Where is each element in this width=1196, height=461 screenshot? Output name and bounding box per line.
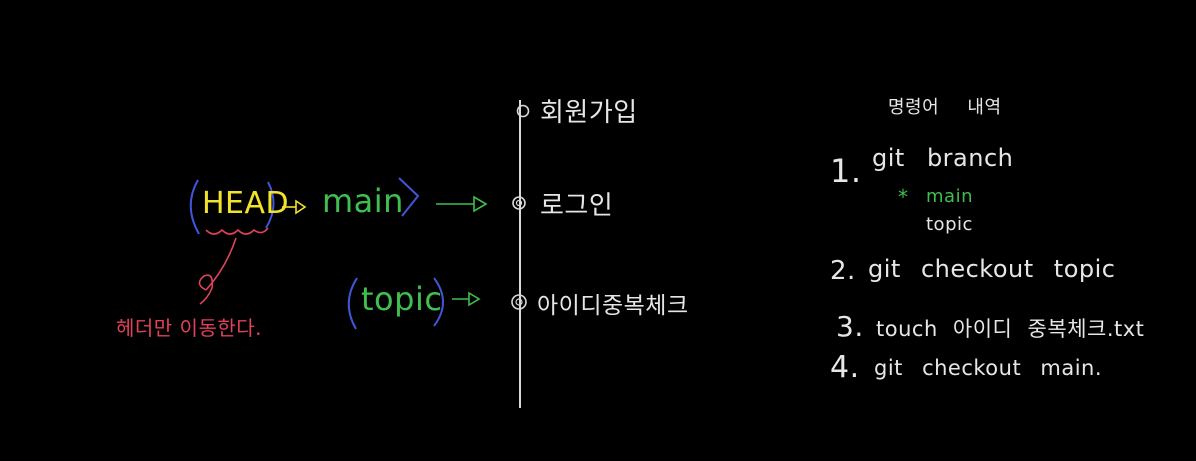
head-underline-squiggle [205, 227, 269, 235]
command-3-number: 3. [836, 310, 864, 343]
head-only-moves-annotation: 헤더만 이동한다. [116, 316, 263, 340]
command-2-number: 2. [830, 256, 856, 286]
main-pointer-label: main [322, 182, 404, 220]
commit-label-signup: 회원가입 [540, 98, 638, 128]
main-to-login-arrow [436, 195, 488, 213]
topic-paren-left [347, 277, 358, 330]
command-2-text: git checkout topic [868, 255, 1116, 283]
commit-label-login: 로그인 [540, 191, 614, 221]
topic-pointer-label: topic [361, 280, 443, 318]
annotation-pointer-line [198, 237, 237, 305]
command-history-title: 명령어 내역 [888, 97, 1002, 118]
commit-node-login [512, 196, 526, 210]
command-4-text: git checkout main. [874, 356, 1103, 380]
command-1-number: 1. [830, 152, 862, 190]
topic-to-idcheck-arrow [452, 291, 481, 307]
branch-current-marker: * [898, 185, 909, 209]
commit-node-signup [516, 104, 530, 118]
branch-current-main: main [926, 186, 973, 207]
branch-other-topic: topic [926, 214, 973, 235]
head-paren-left [189, 179, 200, 235]
topic-paren-right [433, 277, 444, 327]
head-pointer-label: HEAD [202, 186, 290, 221]
head-paren-right [265, 181, 275, 229]
command-3-text: touch 아이디 중복체크.txt [876, 317, 1145, 341]
main-bracket [398, 177, 420, 217]
commit-node-idcheck [511, 294, 527, 310]
commit-label-idcheck: 아이디중복체크 [537, 293, 689, 319]
head-to-main-arrow [282, 199, 307, 215]
command-1-text: git branch [872, 144, 1014, 172]
command-4-number: 4. [830, 350, 860, 385]
